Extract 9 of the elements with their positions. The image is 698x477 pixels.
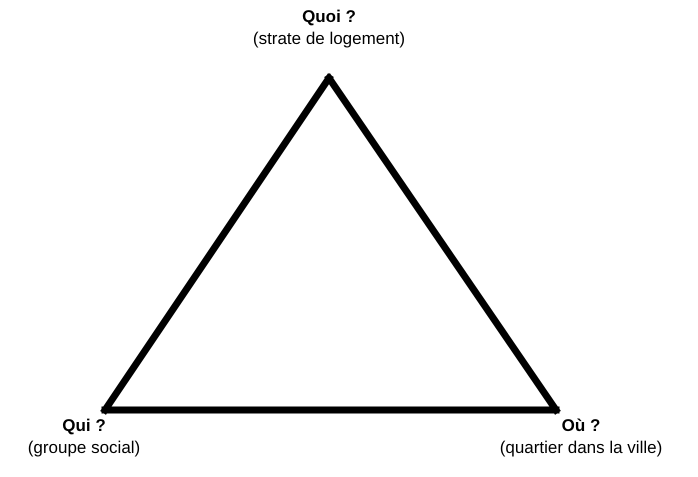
triangle-side bbox=[326, 74, 560, 414]
vertex-description: (strate de logement) bbox=[252, 28, 406, 50]
triangle-side bbox=[102, 406, 560, 414]
vertex-description: (groupe social) bbox=[28, 437, 140, 459]
vertex-question: Où ? bbox=[562, 415, 600, 437]
vertex-question: Quoi ? bbox=[302, 6, 356, 28]
triangle-side bbox=[102, 74, 332, 414]
vertex-description: (quartier dans la ville) bbox=[500, 437, 662, 459]
vertex-question: Qui ? bbox=[62, 415, 106, 437]
